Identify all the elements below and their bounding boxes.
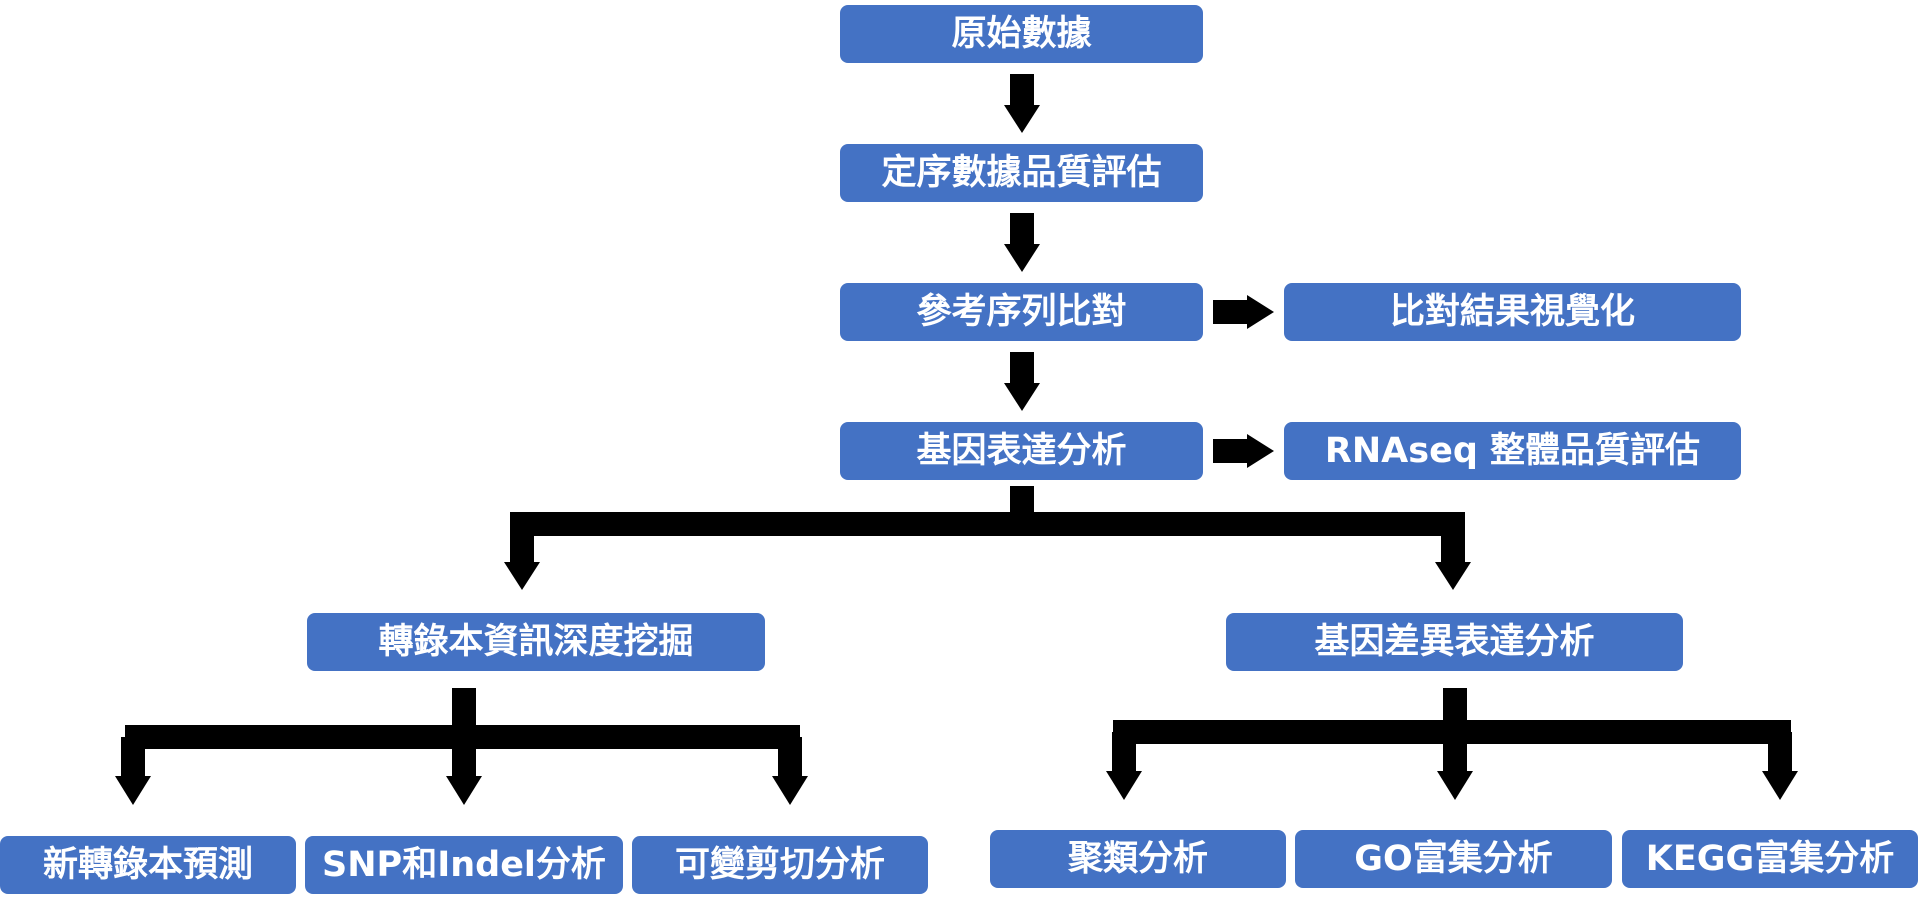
node-alignment-visualization-label: 比對結果視覺化 [1390,292,1635,332]
node-gene-expression-label: 基因表達分析 [916,431,1126,471]
node-kegg-enrichment-label: KEGG富集分析 [1646,838,1895,879]
node-raw-data: 原始數據 [840,5,1203,63]
arrow-align-to-expr [1004,352,1040,411]
node-sequencing-qc: 定序數據品質評估 [840,144,1203,202]
node-kegg-enrichment: KEGG富集分析 [1622,830,1918,888]
node-reference-alignment-label: 參考序列比對 [916,292,1126,332]
node-clustering: 聚類分析 [990,830,1286,888]
node-alignment-visualization: 比對結果視覺化 [1284,283,1741,341]
node-transcript-mining: 轉錄本資訊深度挖掘 [307,613,765,671]
arrow-align-to-visualization [1213,295,1274,329]
arrow-expr-to-rnaseq-qc [1213,434,1274,468]
node-snp-indel: SNP和Indel分析 [305,836,623,894]
connectors [115,74,1798,805]
node-rnaseq-qc-label: RNAseq 整體品質評估 [1325,431,1700,471]
node-novel-transcript: 新轉錄本預測 [0,836,296,894]
node-reference-alignment: 參考序列比對 [840,283,1203,341]
node-differential-expression: 基因差異表達分析 [1226,613,1683,671]
node-alternative-splicing: 可變剪切分析 [632,836,928,894]
node-novel-transcript-label: 新轉錄本預測 [43,845,253,885]
node-transcript-mining-label: 轉錄本資訊深度挖掘 [378,622,693,662]
node-differential-expression-label: 基因差異表達分析 [1314,622,1594,662]
branch-deg [1106,688,1798,800]
arrow-raw-to-qc [1004,74,1040,133]
branch-expr [504,486,1471,590]
node-clustering-label: 聚類分析 [1067,839,1208,879]
node-snp-indel-label: SNP和Indel分析 [322,845,606,885]
node-gene-expression: 基因表達分析 [840,422,1203,480]
node-rnaseq-qc: RNAseq 整體品質評估 [1284,422,1741,480]
arrow-qc-to-align [1004,213,1040,272]
node-go-enrichment: GO富集分析 [1295,830,1612,888]
node-raw-data-label: 原始數據 [951,14,1092,54]
node-sequencing-qc-label: 定序數據品質評估 [881,153,1161,193]
branch-transcript [115,688,808,805]
node-go-enrichment-label: GO富集分析 [1354,838,1552,879]
node-alternative-splicing-label: 可變剪切分析 [675,845,885,885]
